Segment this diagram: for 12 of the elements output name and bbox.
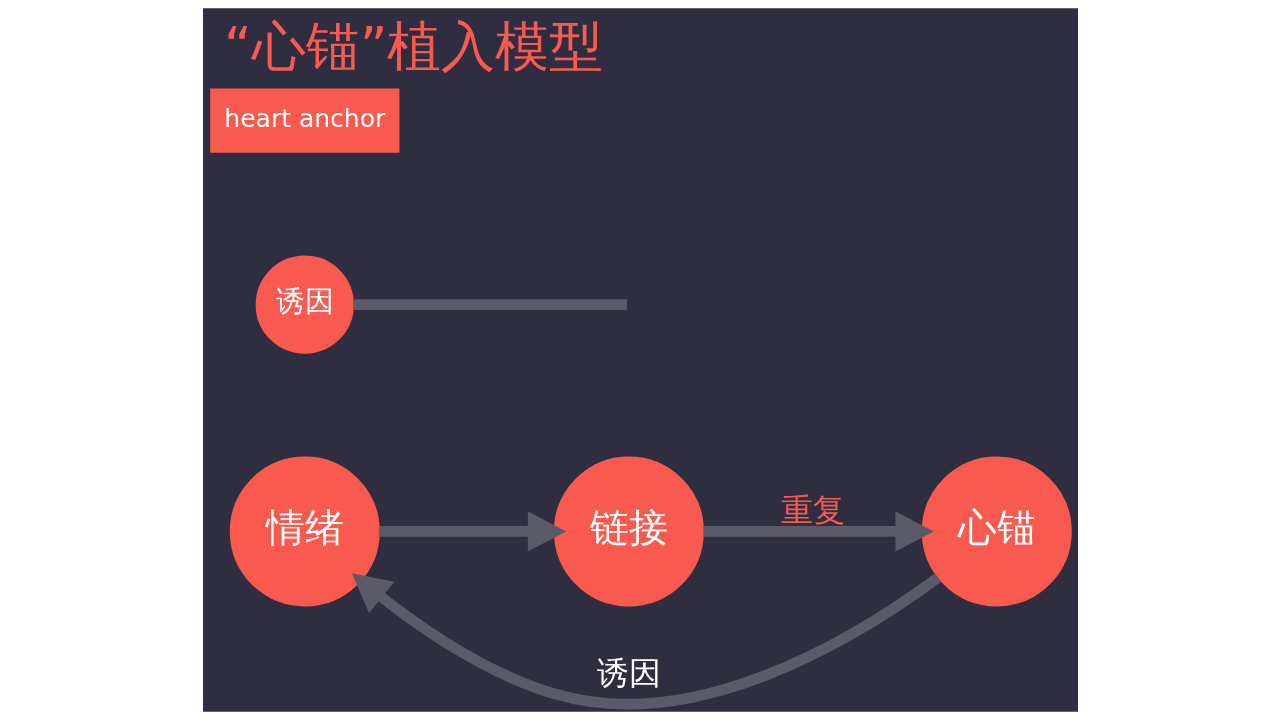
arrow: [351, 573, 941, 710]
node-circle: 诱因: [255, 255, 354, 354]
edge-label: 重复: [780, 491, 845, 530]
node-circle: 心锚: [921, 456, 1072, 607]
edge-label: 诱因: [596, 653, 661, 692]
connector: [352, 299, 627, 310]
diagram-title: “心锚”植入模型: [223, 15, 603, 79]
node-circle: 情绪: [229, 456, 380, 607]
arrow: [378, 511, 566, 552]
node-circle: 链接: [553, 456, 704, 607]
label: heart anchor: [223, 104, 385, 134]
arrow: [703, 511, 934, 552]
